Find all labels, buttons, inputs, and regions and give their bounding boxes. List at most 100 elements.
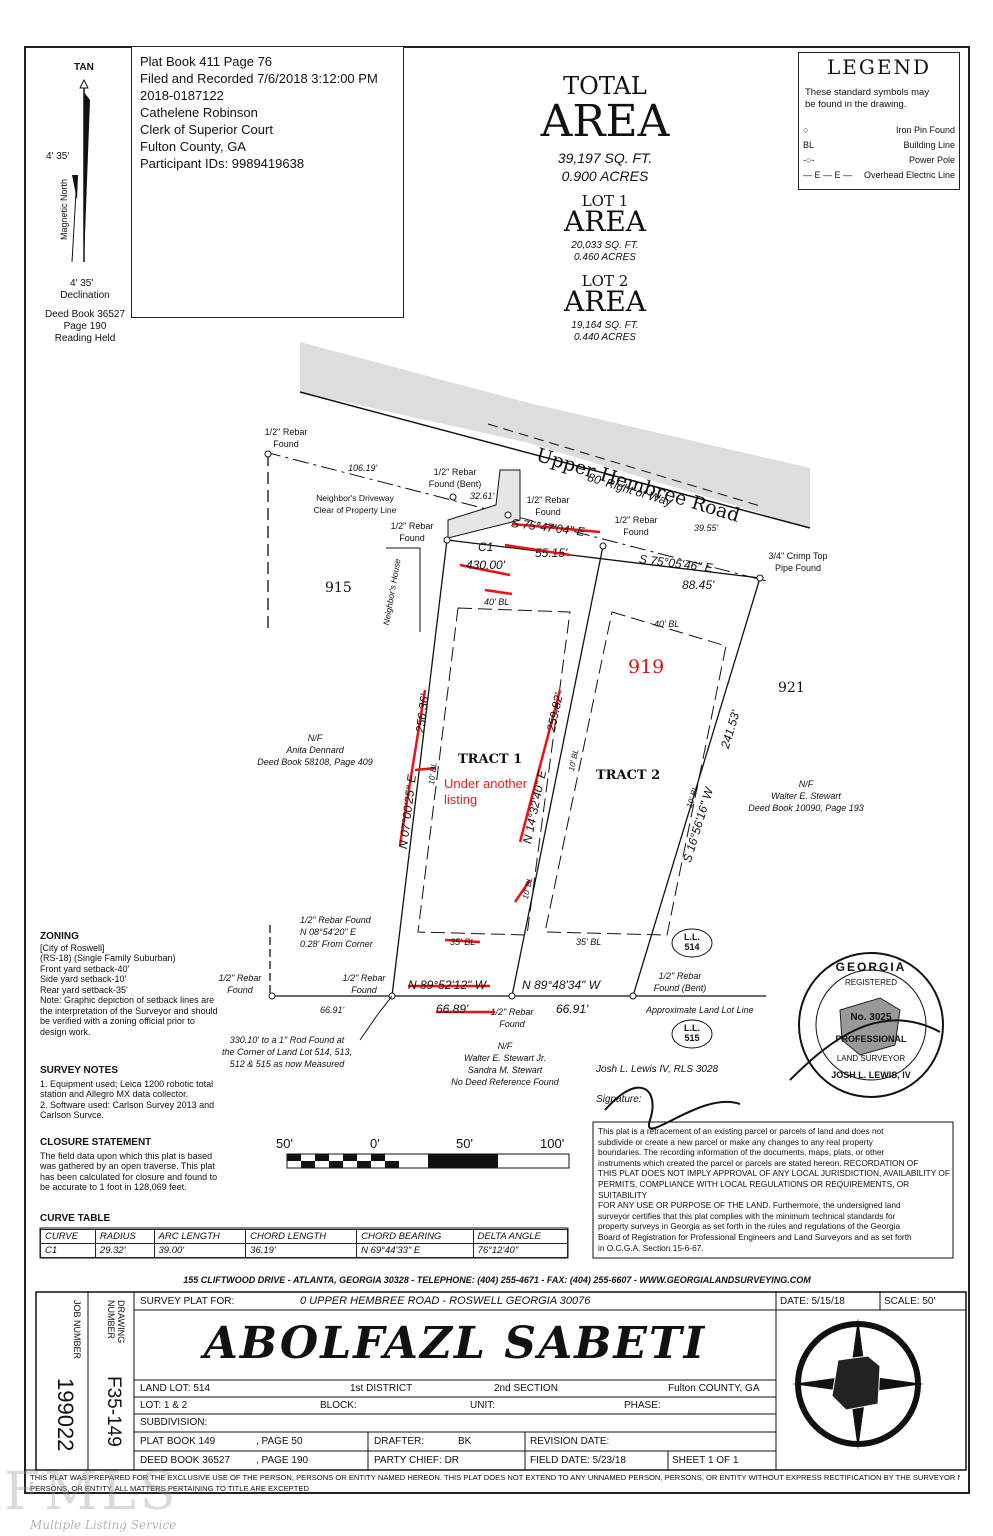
building-lines — [417, 607, 727, 936]
iron-pin-icon: ○ — [803, 125, 809, 135]
total-label: TOTAL — [563, 72, 647, 100]
distance-label: 39.55' — [694, 523, 719, 533]
drafter: BK — [458, 1436, 472, 1447]
record-line: Clerk of Superior Court — [140, 122, 273, 137]
lot2-label: LOT 2 — [581, 272, 629, 290]
distance-label: 88.45' — [682, 578, 715, 592]
curve-length: 430.00' — [466, 558, 505, 572]
distance-label: 32.61' — [470, 491, 495, 501]
seal-text: REGISTERED — [844, 978, 897, 987]
surveyor-seal — [798, 952, 944, 1098]
deed-ref: Page 190 — [63, 321, 107, 332]
north-arrow — [71, 78, 90, 263]
building-line-label: 40' BL — [484, 597, 510, 607]
legend-box: LEGEND These standard symbols may be fou… — [798, 52, 960, 190]
total-sqft: 39,197 SQ. FT. — [557, 150, 653, 166]
markup-note: listing — [444, 792, 478, 807]
legend-title: LEGEND — [827, 55, 931, 79]
phase: PHASE: — [624, 1400, 661, 1411]
titleblock-grid — [24, 1291, 967, 1471]
neighbor-house — [386, 547, 421, 632]
scale-label: 100' — [540, 1136, 565, 1151]
iron-pins — [264, 450, 764, 1000]
signature-label: Signature: — [596, 1094, 642, 1105]
lot2-area-heading: AREA — [564, 285, 646, 318]
tract-label: TRACT 1 — [458, 752, 523, 767]
lot1-sqft: 20,033 SQ. FT. — [571, 240, 639, 251]
total-area-heading: AREA — [540, 96, 670, 147]
party-chief: PARTY CHIEF: DR — [374, 1455, 460, 1466]
land-lot-line-label: Approximate Land Lot Line — [646, 1005, 754, 1015]
power-pole-icon: -○- — [803, 155, 815, 165]
seal-text: PROFESSIONAL — [835, 1034, 907, 1044]
declination-angle-2: 4' 35' — [70, 278, 94, 289]
record-line: 2018-0187122 — [140, 88, 224, 103]
land-lot: LAND LOT: 514 — [140, 1383, 211, 1394]
distance-label: 55.15' — [535, 546, 568, 560]
tract-label: TRACT 2 — [596, 768, 661, 783]
closure-title: CLOSURE STATEMENT — [40, 1137, 152, 1148]
building-line-label: 35' BL — [576, 937, 602, 947]
lot-number: 921 — [778, 680, 805, 696]
plat-book: PLAT BOOK 149 — [140, 1436, 216, 1447]
record-line: Cathelene Robinson — [140, 105, 258, 120]
road-hatch — [300, 342, 810, 528]
job-number-label: JOB NUMBER — [72, 1300, 82, 1360]
record-line: Plat Book 411 Page 76 — [140, 54, 273, 69]
markup-note: Under another — [444, 776, 528, 791]
red-markups — [398, 522, 601, 1014]
deed-book: DEED BOOK 36527 — [140, 1455, 231, 1466]
survey-notes: SURVEY NOTES 1. Equipment used; Leica 12… — [40, 1065, 240, 1121]
deed-ref: Deed Book 36527 — [44, 309, 126, 320]
seal-number: No. 3025 — [850, 1012, 892, 1023]
curve-table-title: CURVE TABLE — [40, 1213, 111, 1224]
scale-label: 0' — [370, 1136, 380, 1151]
electric-line-icon: — E — E — — [803, 170, 853, 180]
sheet-border — [24, 46, 970, 1494]
survey-for-label: SURVEY PLAT FOR: — [140, 1296, 235, 1307]
property-boundary — [267, 454, 766, 997]
deed-page: , PAGE 190 — [256, 1455, 309, 1466]
distance-label: 66.89' — [436, 1002, 469, 1016]
bearing-label: N 89°48'34" W — [522, 978, 601, 992]
total-acres: 0.900 ACRES — [561, 168, 649, 184]
zoning-title: ZONING — [40, 931, 79, 942]
lot-number: 919 — [628, 656, 665, 678]
distance-label: 106.19' — [348, 463, 378, 473]
seal-text: LAND SURVEYOR — [836, 1054, 906, 1063]
scale-label: 50' — [456, 1136, 473, 1151]
land-lot-515: L.L.515 — [684, 1023, 700, 1043]
deed-ref: Reading Held — [54, 333, 116, 344]
lot1-label: LOT 1 — [581, 192, 629, 210]
declination-angle: 4' 35' — [46, 151, 70, 162]
legend-desc: These standard symbols may — [805, 87, 930, 98]
lot2-sqft: 19,164 SQ. FT. — [571, 320, 639, 331]
building-line-icon: BL — [803, 140, 815, 150]
curve-label: C1 — [478, 540, 494, 554]
zoning-block: ZONING [City of Roswell](RS-18) (Single … — [40, 931, 230, 1037]
revision-date: REVISION DATE: — [530, 1436, 610, 1447]
record-line: Filed and Recorded 7/6/2018 3:12:00 PM — [140, 71, 378, 86]
lot2-acres: 0.440 ACRES — [574, 332, 636, 343]
bearing-label: N 89°52'12" W — [408, 978, 487, 992]
recording-stamp: Plat Book 411 Page 76 Filed and Recorded… — [131, 46, 404, 318]
true-north-label: TAN — [74, 62, 94, 73]
building-line-label: 35' BL — [450, 937, 476, 947]
drafter-label: DRAFTER: — [374, 1436, 424, 1447]
fmls-watermark-logo: FMLS — [4, 1462, 180, 1522]
